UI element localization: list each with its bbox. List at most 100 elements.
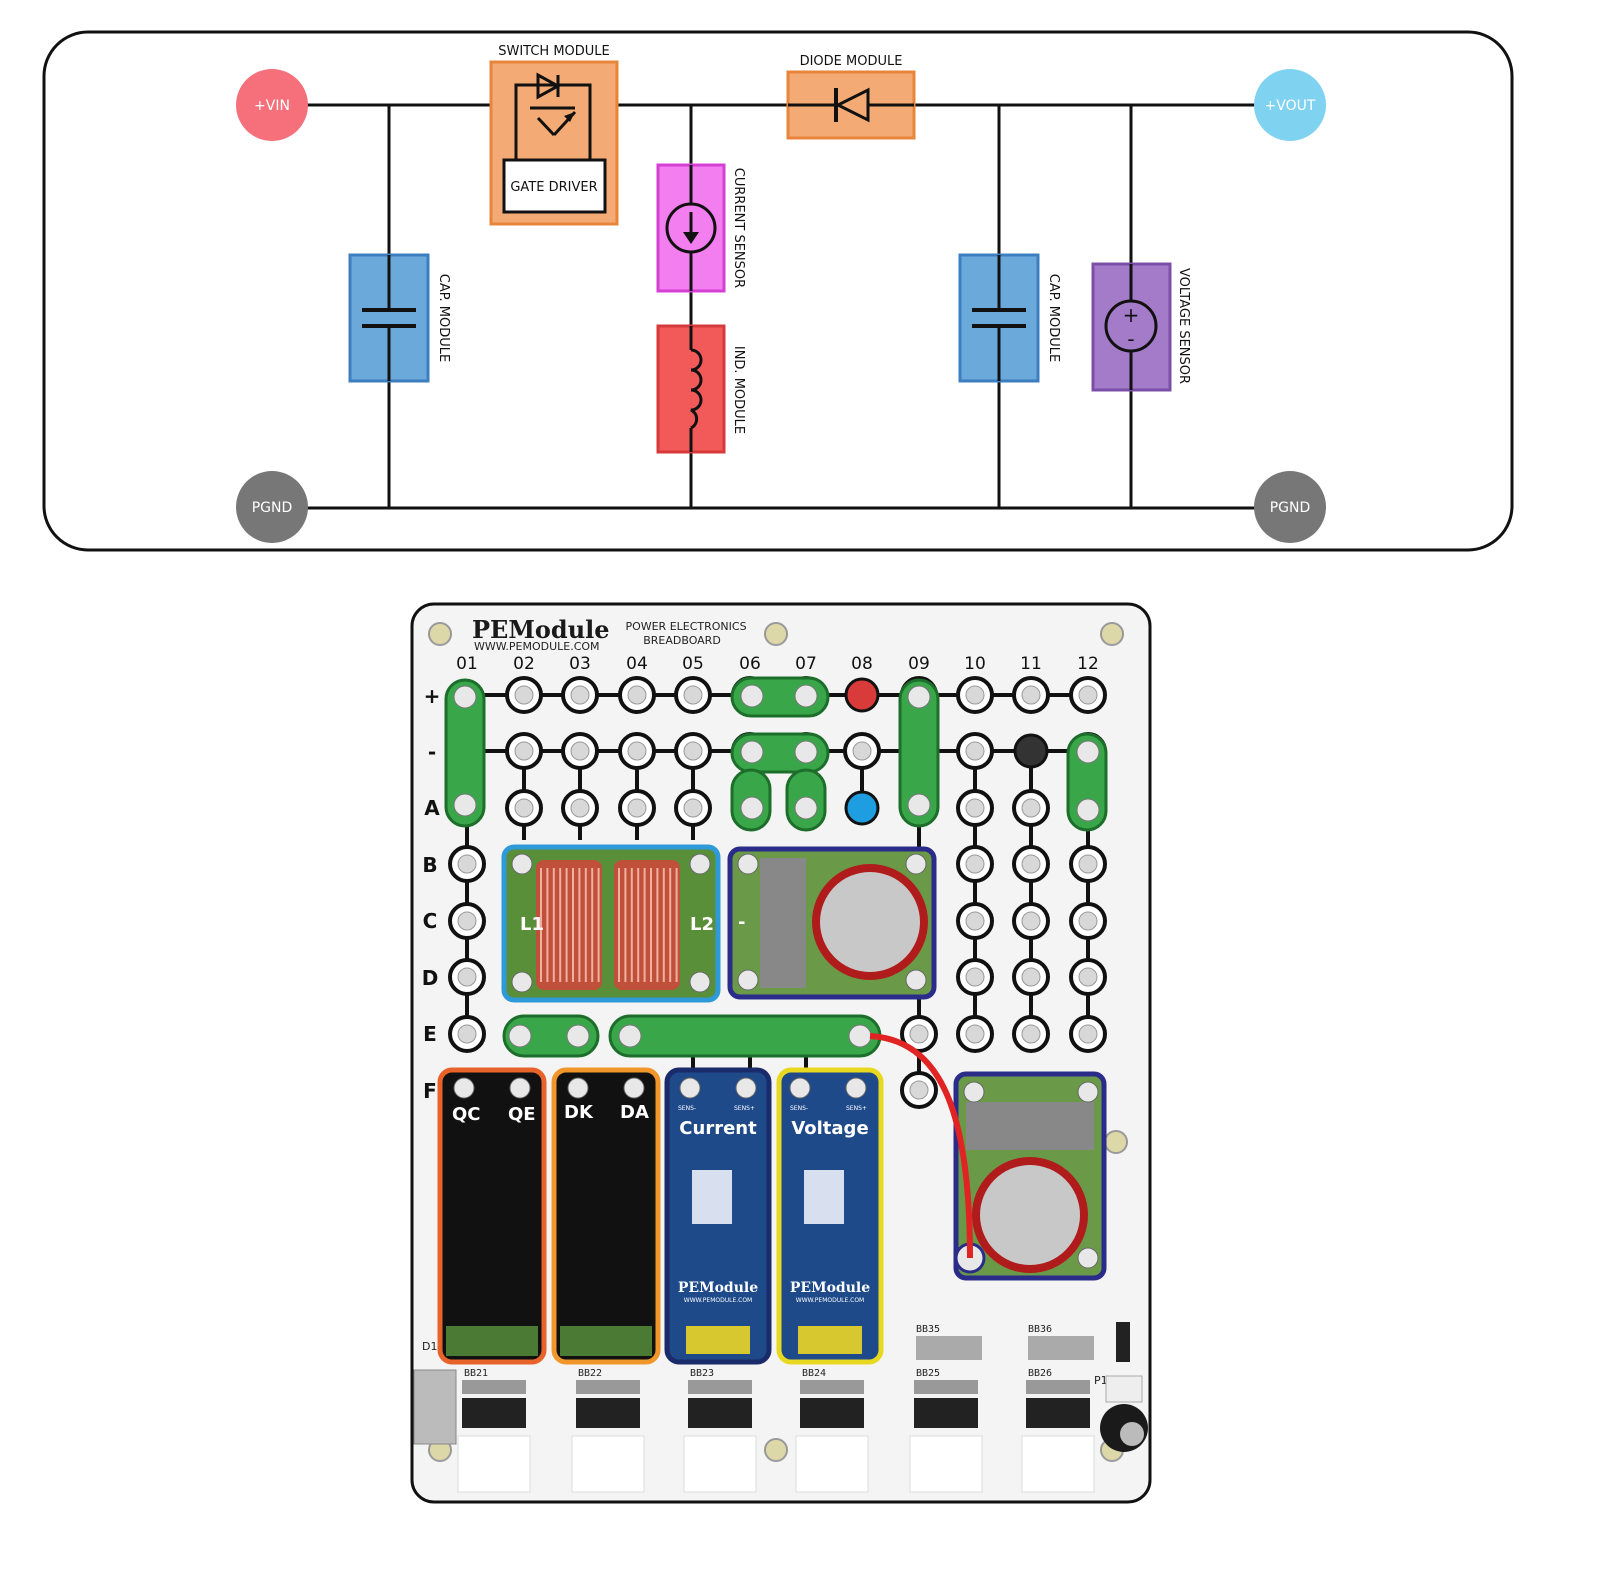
jumper-screw-icon bbox=[1076, 740, 1100, 764]
vin-board-terminal[interactable] bbox=[844, 677, 880, 713]
vout-terminal bbox=[1254, 69, 1326, 141]
vin-label: +VIN bbox=[254, 98, 290, 114]
row-labels: + - A B C D E F bbox=[422, 684, 441, 1103]
output-capacitor-board-module[interactable] bbox=[953, 1071, 1107, 1281]
svg-text:10: 10 bbox=[964, 654, 986, 674]
jumper-screw-icon bbox=[618, 1024, 642, 1048]
svg-text:F: F bbox=[423, 1079, 437, 1103]
red-wire[interactable] bbox=[869, 1033, 973, 1259]
cap-module-right: CAP. MODULE bbox=[958, 253, 1061, 383]
svg-text:12: 12 bbox=[1077, 654, 1099, 674]
svg-text:SENS-: SENS- bbox=[790, 1105, 808, 1112]
board-subtitle-2: BREADBOARD bbox=[643, 634, 721, 647]
switch-module-label: SWITCH MODULE bbox=[498, 44, 610, 59]
hole-screw-icon bbox=[514, 685, 534, 705]
diode-module-label: DIODE MODULE bbox=[800, 54, 903, 69]
svg-text:BB35: BB35 bbox=[916, 1324, 940, 1335]
hole-screw-icon bbox=[1021, 798, 1041, 818]
hole-screw-icon bbox=[457, 854, 477, 874]
current-sensor-label: CURRENT SENSOR bbox=[731, 168, 746, 288]
vout-label: +VOUT bbox=[1265, 98, 1316, 114]
p1-label: P1 bbox=[1094, 1374, 1108, 1387]
svg-text:PEModule: PEModule bbox=[790, 1280, 870, 1296]
hole-screw-icon bbox=[457, 967, 477, 987]
breadboard: PEModule WWW.PEMODULE.COM POWER ELECTRON… bbox=[410, 602, 1152, 1504]
svg-text:E: E bbox=[423, 1022, 437, 1046]
hole-screw-icon bbox=[570, 741, 590, 761]
svg-text:11: 11 bbox=[1020, 654, 1042, 674]
diode-board-module[interactable]: DK DA bbox=[551, 1067, 661, 1365]
svg-text:WWW.PEMODULE.COM: WWW.PEMODULE.COM bbox=[796, 1297, 864, 1304]
jumper-screw-icon bbox=[907, 793, 931, 817]
current-sensor-board-module[interactable]: SENS- SENS+ Current PEModule WWW.PEMODUL… bbox=[664, 1067, 772, 1365]
hole-screw-icon bbox=[627, 685, 647, 705]
vin-terminal bbox=[236, 69, 308, 141]
svg-text:+: + bbox=[1123, 303, 1140, 327]
svg-text:BB26: BB26 bbox=[1028, 1368, 1052, 1379]
jumper-screw-icon bbox=[794, 796, 818, 820]
svg-text:A: A bbox=[424, 796, 440, 820]
jumper-04-08-e[interactable] bbox=[608, 1014, 882, 1058]
svg-text:08: 08 bbox=[851, 654, 873, 674]
current-sensor-module: CURRENT SENSOR bbox=[656, 163, 746, 293]
voltage-source-icon bbox=[1104, 299, 1158, 353]
voltage-sensor-board-module[interactable]: SENS- SENS+ Voltage PEModule WWW.PEMODUL… bbox=[776, 1067, 884, 1365]
power-jack-icon bbox=[413, 1369, 457, 1445]
pgnd-board-terminal[interactable] bbox=[1013, 733, 1049, 769]
hole-screw-icon bbox=[965, 741, 985, 761]
pgnd-left-label: PGND bbox=[252, 500, 293, 516]
schematic-frame bbox=[42, 30, 1514, 552]
hole-screw-icon bbox=[909, 1024, 929, 1044]
svg-text:07: 07 bbox=[795, 654, 817, 674]
svg-text:01: 01 bbox=[456, 654, 478, 674]
svg-text:SENS+: SENS+ bbox=[846, 1105, 867, 1112]
cap-module-right-label: CAP. MODULE bbox=[1046, 274, 1061, 362]
jumper-screw-icon bbox=[794, 684, 818, 708]
cap-module-left: CAP. MODULE bbox=[348, 253, 451, 383]
hole-screw-icon bbox=[514, 741, 534, 761]
voltage-sensor-module: + - VOLTAGE SENSOR bbox=[1091, 262, 1191, 392]
jumper-screw-icon bbox=[740, 740, 764, 764]
svg-text:SENS+: SENS+ bbox=[734, 1105, 755, 1112]
switch-module: SWITCH MODULE GATE DRIVER bbox=[489, 44, 619, 226]
svg-text:09: 09 bbox=[908, 654, 930, 674]
capacitor-board-module[interactable]: - bbox=[727, 846, 937, 1000]
l1-label: L1 bbox=[520, 914, 544, 935]
inductor-board-module[interactable]: L1 L2 bbox=[501, 844, 721, 1003]
voltage-title: Voltage bbox=[791, 1118, 868, 1139]
diode-icon bbox=[834, 87, 870, 123]
hole-screw-icon bbox=[1078, 967, 1098, 987]
board-url: WWW.PEMODULE.COM bbox=[474, 640, 600, 653]
hole-screw-icon bbox=[852, 741, 872, 761]
svg-text:-: - bbox=[1127, 327, 1134, 351]
hole-screw-icon bbox=[457, 1024, 477, 1044]
diode-module: DIODE MODULE bbox=[786, 54, 916, 140]
vout-board-terminal[interactable] bbox=[844, 790, 880, 826]
inductor-label: IND. MODULE bbox=[731, 346, 746, 434]
jumper-screw-icon bbox=[848, 1024, 872, 1048]
svg-text:BB36: BB36 bbox=[1028, 1324, 1052, 1335]
hole-screw-icon bbox=[514, 798, 534, 818]
jumper-01[interactable] bbox=[444, 678, 486, 828]
svg-text:BB22: BB22 bbox=[578, 1368, 602, 1379]
svg-text:06: 06 bbox=[739, 654, 761, 674]
hole-screw-icon bbox=[1021, 854, 1041, 874]
hole-screw-icon bbox=[965, 798, 985, 818]
svg-text:PEModule: PEModule bbox=[678, 1280, 758, 1296]
switch-board-module[interactable]: QC QE bbox=[437, 1067, 547, 1365]
header-connectors: BB21 BB22 BB23 BB24 BB25 BB26 BB35 BB36 bbox=[457, 1324, 1095, 1493]
svg-text:C: C bbox=[423, 909, 438, 933]
board-brand: PEModule bbox=[472, 615, 610, 644]
jumper-09[interactable] bbox=[898, 678, 940, 828]
dk-label: DK bbox=[564, 1102, 594, 1123]
column-numbers: 01 02 03 04 05 06 07 08 09 10 11 12 bbox=[456, 654, 1099, 674]
hole-screw-icon bbox=[909, 1080, 929, 1100]
svg-text:SENS-: SENS- bbox=[678, 1105, 696, 1112]
da-label: DA bbox=[620, 1102, 649, 1123]
jumper-screw-icon bbox=[1076, 798, 1100, 822]
jumper-screw-icon bbox=[907, 685, 931, 709]
pgnd-left-terminal bbox=[236, 471, 308, 543]
hole-screw-icon bbox=[965, 967, 985, 987]
hole-screw-icon bbox=[683, 685, 703, 705]
